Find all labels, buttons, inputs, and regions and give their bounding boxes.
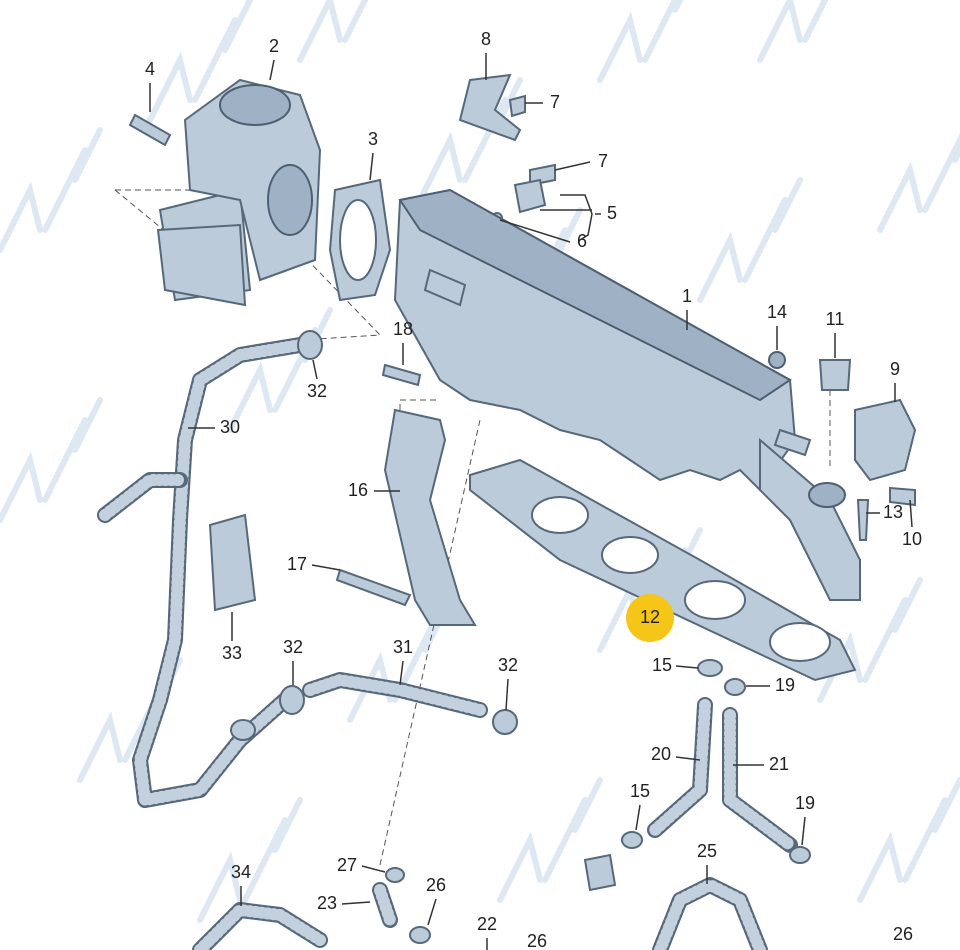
manifold-gasket-part	[469, 458, 857, 682]
watermark-mark	[197, 797, 303, 923]
callout-12[interactable]: 12	[640, 607, 660, 627]
callout-26[interactable]: 26	[527, 931, 547, 950]
callout-25[interactable]: 25	[697, 841, 717, 861]
leader-line-31	[399, 660, 404, 686]
callout-14[interactable]: 14	[767, 302, 787, 322]
fasteners-part	[381, 351, 917, 541]
callout-32[interactable]: 32	[498, 655, 518, 675]
callout-7[interactable]: 7	[550, 92, 560, 112]
watermark-mark	[497, 777, 603, 903]
callout-15[interactable]: 15	[652, 655, 672, 675]
bracket-leader	[540, 194, 593, 241]
leader-line-20	[675, 756, 701, 761]
callout-15[interactable]: 15	[630, 781, 650, 801]
sleeve-part	[208, 513, 257, 612]
leader-line-27	[361, 865, 386, 873]
leader-line-3	[369, 152, 374, 181]
leader-lines	[149, 53, 913, 950]
callout-21[interactable]: 21	[769, 754, 789, 774]
callout-26[interactable]: 26	[893, 924, 913, 944]
leader-line-26	[427, 898, 437, 926]
watermark-layer	[0, 0, 960, 923]
callout-32[interactable]: 32	[307, 381, 327, 401]
callout-7[interactable]: 7	[598, 151, 608, 171]
callout-32[interactable]: 32	[283, 637, 303, 657]
callout-19[interactable]: 19	[795, 793, 815, 813]
watermark-mark	[0, 397, 103, 523]
callout-4[interactable]: 4	[145, 59, 155, 79]
callout-2[interactable]: 2	[269, 36, 279, 56]
callout-23[interactable]: 23	[317, 893, 337, 913]
support-bracket-part	[335, 408, 477, 626]
callout-34[interactable]: 34	[231, 862, 251, 882]
leader-line-6	[499, 219, 571, 243]
leader-line-32	[312, 359, 318, 380]
leader-line-15	[635, 804, 641, 831]
callout-10[interactable]: 10	[902, 529, 922, 549]
callout-27[interactable]: 27	[337, 855, 357, 875]
callout-6[interactable]: 6	[577, 231, 587, 251]
leader-line-10	[909, 499, 913, 528]
leader-line-17	[311, 564, 341, 571]
callout-26[interactable]: 26	[426, 875, 446, 895]
intake-manifold-part	[393, 188, 861, 601]
leader-line-15	[675, 665, 699, 669]
watermark-mark	[757, 0, 829, 63]
callout-19[interactable]: 19	[775, 675, 795, 695]
watermark-mark	[857, 777, 960, 903]
callout-17[interactable]: 17	[287, 554, 307, 574]
callout-22[interactable]: 22	[477, 914, 497, 934]
leader-line-23	[341, 901, 371, 905]
callout-16[interactable]: 16	[348, 480, 368, 500]
throttle-body-part	[156, 78, 322, 307]
callout-31[interactable]: 31	[393, 637, 413, 657]
leader-line-2	[269, 59, 275, 81]
watermark-mark	[877, 133, 960, 233]
callout-11[interactable]: 11	[826, 309, 845, 329]
watermark-mark	[697, 177, 803, 303]
leader-line-7	[554, 161, 591, 171]
callout-13[interactable]: 13	[883, 502, 903, 522]
callout-9[interactable]: 9	[890, 359, 900, 379]
callout-8[interactable]: 8	[481, 29, 491, 49]
callout-3[interactable]: 3	[368, 129, 378, 149]
watermark-mark	[817, 577, 923, 703]
watermark-mark	[597, 0, 684, 83]
callout-33[interactable]: 33	[222, 643, 242, 663]
highlight-marker	[626, 594, 674, 642]
bolt-part	[128, 113, 172, 147]
watermark-mark	[297, 0, 369, 63]
bracket-part	[458, 73, 556, 224]
callout-18[interactable]: 18	[393, 319, 413, 339]
gasket-part	[328, 178, 392, 302]
callout-5[interactable]: 5	[607, 203, 617, 223]
leader-line-19	[801, 816, 806, 846]
callout-30[interactable]: 30	[220, 417, 240, 437]
callout-20[interactable]: 20	[651, 744, 671, 764]
watermark-mark	[0, 127, 103, 253]
watermark-mark	[147, 0, 253, 123]
callout-1[interactable]: 1	[682, 286, 692, 306]
hoses	[97, 330, 811, 950]
leader-line-32	[505, 678, 509, 711]
